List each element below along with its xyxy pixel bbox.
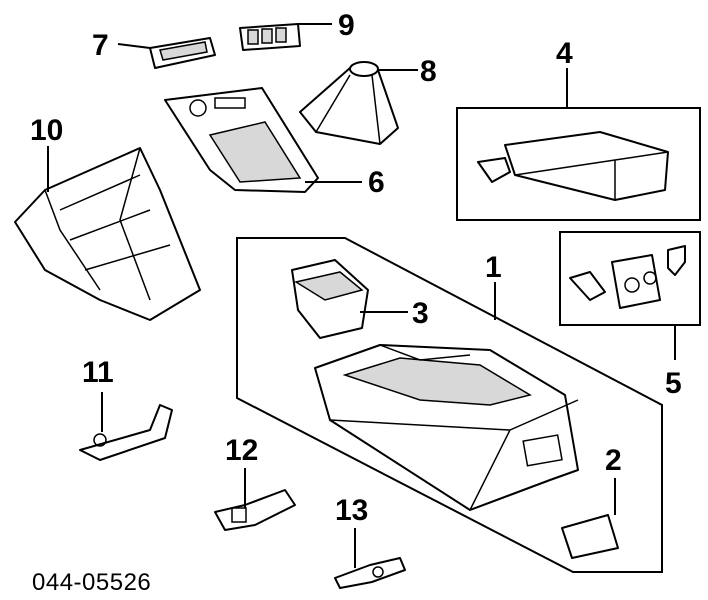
group-1-console-box <box>236 237 663 573</box>
callout-10: 10 <box>30 114 63 147</box>
callout-12: 12 <box>225 434 258 467</box>
part-13-bracket <box>334 528 406 589</box>
document-id: 044-05526 <box>32 569 151 596</box>
part-2-cover <box>561 478 619 559</box>
callout-5: 5 <box>665 367 682 400</box>
callout-7: 8 <box>420 55 437 88</box>
part-8-bezel <box>117 37 216 69</box>
callout-1: 1 <box>485 251 502 284</box>
callout-4: 4 <box>556 37 573 70</box>
callout-3: 3 <box>412 297 429 330</box>
callout-8: 7 <box>92 29 109 62</box>
part-1-console-body <box>314 344 579 511</box>
part-7-shift-boot <box>299 61 418 145</box>
part-11-bracket <box>79 392 173 461</box>
box-5-bracket <box>559 231 701 360</box>
callout-2: 2 <box>605 444 622 477</box>
part-9-switch-panel <box>239 23 332 51</box>
part-10-front-console <box>14 146 201 321</box>
callout-11: 11 <box>82 356 114 389</box>
callout-13: 13 <box>335 494 368 527</box>
box-4-armrest <box>456 68 701 221</box>
part-6-shift-panel <box>164 87 362 193</box>
part-12-bracket <box>214 468 296 531</box>
callout-6: 6 <box>368 166 385 199</box>
part-3-storage-box <box>291 259 408 339</box>
callout-9: 9 <box>338 9 355 42</box>
leader-8 <box>117 43 151 49</box>
